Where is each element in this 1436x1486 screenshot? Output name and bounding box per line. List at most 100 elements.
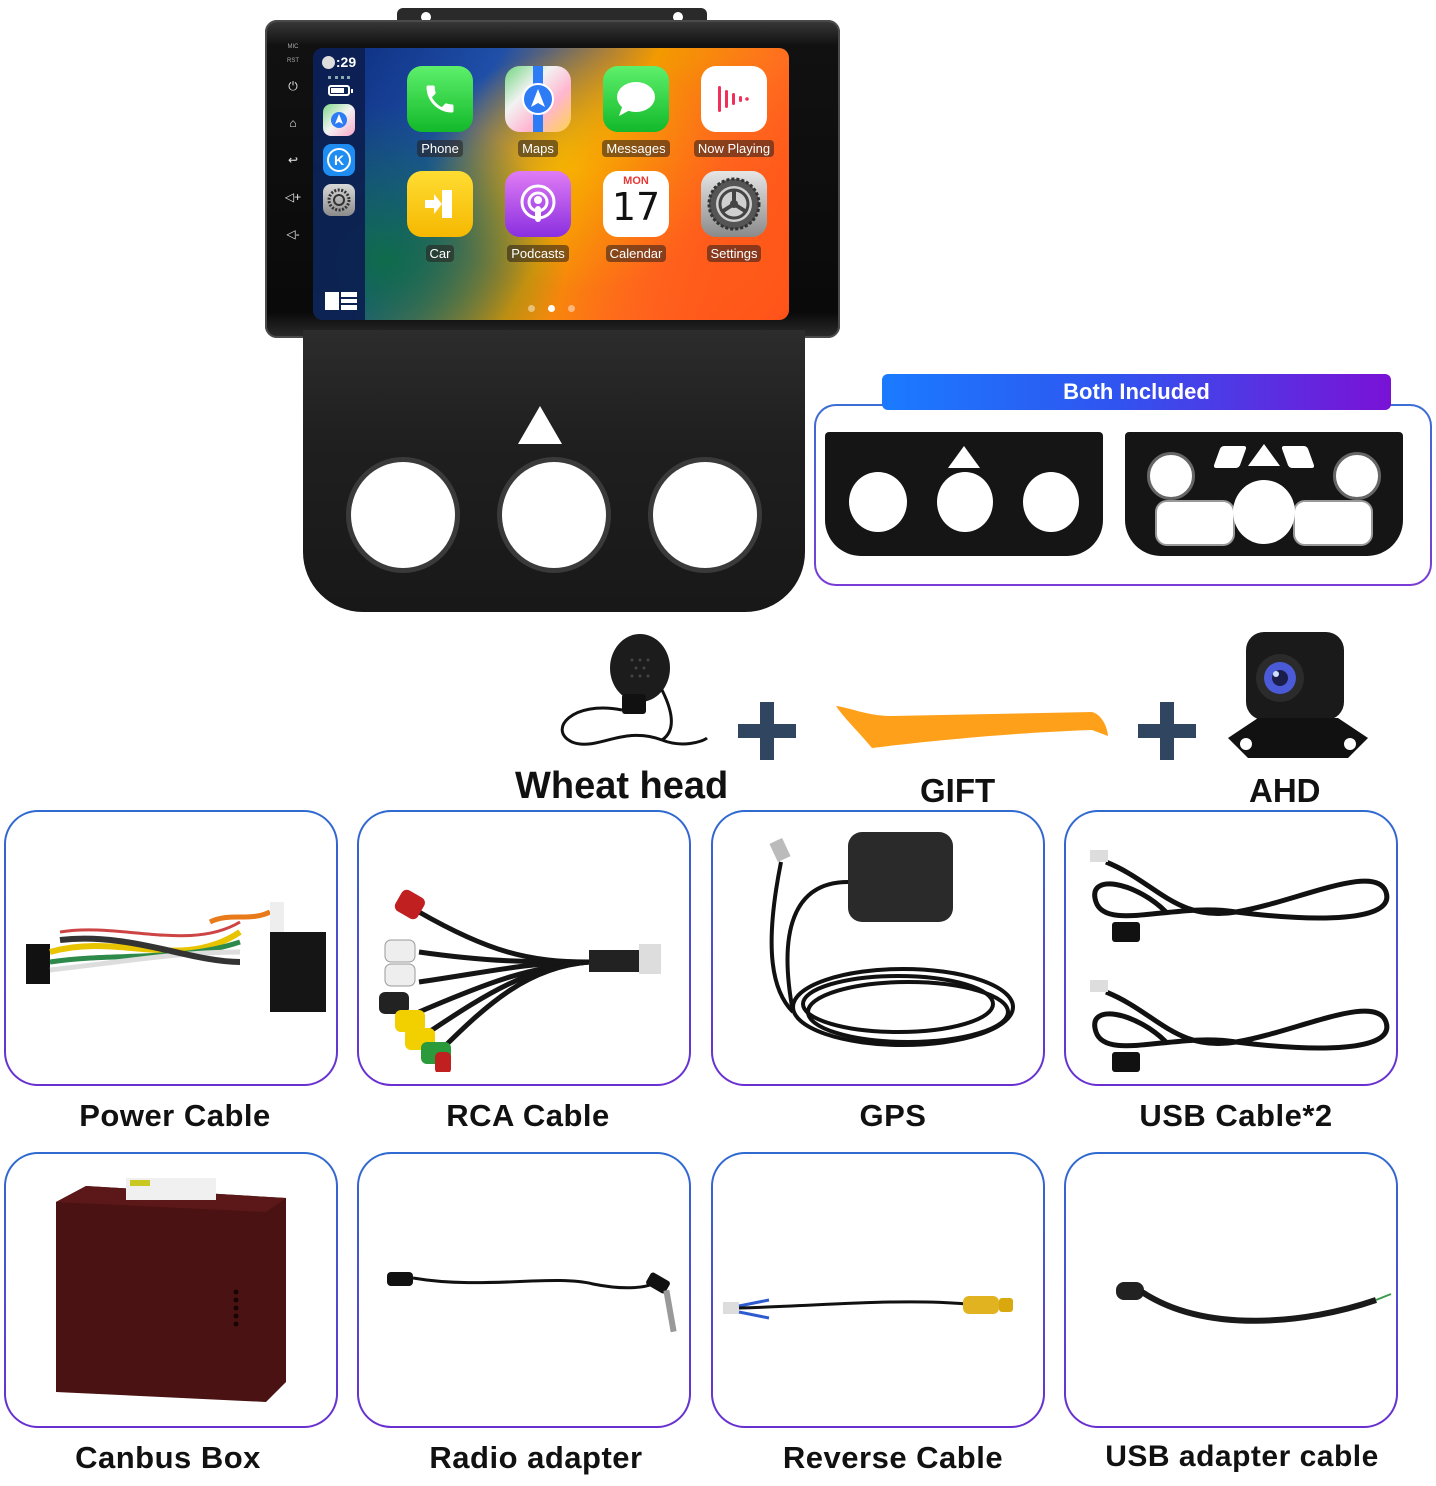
maps-icon bbox=[505, 66, 571, 132]
usb-cables-image bbox=[1090, 850, 1390, 1072]
phone-icon bbox=[407, 66, 473, 132]
app-label: Maps bbox=[518, 140, 558, 157]
usb-adapter-cable-image bbox=[1116, 1282, 1392, 1324]
both-included-banner: Both Included bbox=[882, 374, 1391, 410]
volume-down-icon[interactable]: ◁- bbox=[286, 227, 300, 241]
app-podcasts[interactable]: Podcasts bbox=[489, 171, 587, 262]
ahd-label: AHD bbox=[1249, 772, 1321, 809]
app-label: Calendar bbox=[605, 245, 667, 262]
knob-cutout bbox=[1147, 452, 1195, 500]
app-label: Messages bbox=[602, 140, 670, 157]
dock-maps-icon[interactable] bbox=[323, 104, 355, 136]
clock-time: :29 bbox=[335, 54, 357, 70]
item-label-usb-adapter-cable: USB adapter cable bbox=[1105, 1440, 1379, 1473]
page-dot[interactable] bbox=[527, 305, 535, 312]
mounting-clip bbox=[397, 8, 707, 22]
app-grid: Phone Maps Messages bbox=[391, 66, 783, 262]
center-cutout bbox=[1233, 480, 1295, 544]
app-messages[interactable]: Messages bbox=[587, 66, 685, 157]
screen-bezel: MIC RST ⏻ ⌂ ↩ ◁+ ◁- :29 K bbox=[265, 20, 840, 338]
dock-k-app-icon[interactable]: K bbox=[323, 144, 355, 176]
calendar-day: MON bbox=[623, 175, 649, 187]
volume-up-icon[interactable]: ◁+ bbox=[284, 190, 302, 204]
car-exit-icon bbox=[407, 171, 473, 237]
podcasts-icon bbox=[505, 171, 571, 237]
carplay-screen: :29 K bbox=[313, 48, 789, 320]
canbus-box-image bbox=[56, 1178, 286, 1402]
item-label-reverse-cable: Reverse Cable bbox=[782, 1440, 1004, 1475]
climate-panel-frame bbox=[303, 330, 805, 612]
panel-cutout bbox=[1155, 500, 1235, 546]
app-now-playing[interactable]: Now Playing bbox=[685, 66, 783, 157]
item-label-canbus-box: Canbus Box bbox=[75, 1440, 261, 1475]
page-dot[interactable] bbox=[567, 305, 575, 312]
button-cutout bbox=[1280, 446, 1316, 468]
head-unit-image: MIC RST ⏻ ⌂ ↩ ◁+ ◁- :29 K bbox=[265, 8, 840, 613]
app-car[interactable]: Car bbox=[391, 171, 489, 262]
app-label: Settings bbox=[706, 245, 762, 262]
knob-cutout-right bbox=[653, 462, 757, 568]
item-label-power-cable: Power Cable bbox=[79, 1098, 271, 1133]
knob-cutout bbox=[849, 472, 907, 532]
card-usb-cable bbox=[1064, 810, 1398, 1086]
card-reverse-cable bbox=[711, 1152, 1045, 1428]
item-label-rca-cable: RCA Cable bbox=[446, 1098, 610, 1133]
button-cutout bbox=[1212, 446, 1248, 468]
app-calendar[interactable]: MON 17 Calendar bbox=[587, 171, 685, 262]
gift-label: GIFT bbox=[920, 772, 996, 809]
settings-gear-icon bbox=[701, 171, 767, 237]
item-label-gps: GPS bbox=[859, 1098, 927, 1133]
card-power-cable bbox=[4, 810, 338, 1086]
knob-cutout bbox=[1333, 452, 1381, 500]
battery-icon bbox=[328, 85, 353, 96]
frame-three-knob bbox=[825, 432, 1103, 556]
plus-icon bbox=[1138, 702, 1196, 760]
home-icon[interactable]: ⌂ bbox=[289, 116, 297, 130]
back-icon[interactable]: ↩ bbox=[287, 153, 299, 167]
calendar-date: 17 bbox=[611, 185, 661, 229]
dashboard-toggle-icon[interactable] bbox=[325, 292, 357, 311]
rca-cable-image bbox=[379, 889, 661, 1072]
reverse-cable-image bbox=[723, 1296, 1013, 1320]
app-label: Now Playing bbox=[693, 140, 775, 157]
signal-icon bbox=[328, 76, 350, 79]
card-usb-adapter-cable bbox=[1064, 1152, 1398, 1428]
pry-tool-image bbox=[832, 700, 1112, 752]
wheat-head-label: Wheat head bbox=[515, 765, 729, 807]
rst-label: RST bbox=[287, 58, 299, 64]
plus-icon bbox=[738, 702, 796, 760]
wheat-head-mic-image bbox=[552, 630, 712, 755]
power-icon[interactable]: ⏻ bbox=[288, 79, 298, 93]
messages-icon bbox=[603, 66, 669, 132]
app-label: Podcasts bbox=[507, 245, 569, 262]
card-canbus-box bbox=[4, 1152, 338, 1428]
item-label-radio-adapter: Radio adapter bbox=[429, 1440, 643, 1475]
radio-adapter-image bbox=[387, 1272, 677, 1333]
mic-label: MIC bbox=[287, 44, 299, 50]
hazard-cutout bbox=[1248, 444, 1280, 466]
panel-cutout bbox=[1293, 500, 1373, 546]
knob-cutout-center bbox=[502, 462, 606, 568]
calendar-icon: MON 17 bbox=[603, 171, 669, 237]
frame-dual-zone bbox=[1125, 432, 1403, 556]
app-maps[interactable]: Maps bbox=[489, 66, 587, 157]
item-label-usb-cable: USB Cable*2 bbox=[1139, 1098, 1333, 1133]
app-settings[interactable]: Settings bbox=[685, 171, 783, 262]
power-cable-image bbox=[26, 902, 326, 1012]
gps-antenna-image bbox=[769, 832, 1015, 1047]
dock-settings-icon[interactable] bbox=[323, 184, 355, 216]
hazard-cutout bbox=[518, 406, 562, 444]
knob-cutout-left bbox=[351, 462, 455, 568]
app-phone[interactable]: Phone bbox=[391, 66, 489, 157]
page-dot-active[interactable] bbox=[547, 305, 555, 312]
knob-cutout bbox=[1023, 472, 1079, 532]
carplay-dock: :29 K bbox=[313, 48, 365, 320]
app-label: Car bbox=[425, 245, 455, 262]
knob-cutout bbox=[937, 472, 993, 532]
card-radio-adapter bbox=[357, 1152, 691, 1428]
siri-dot-icon bbox=[321, 55, 335, 69]
side-button-strip: MIC RST ⏻ ⌂ ↩ ◁+ ◁- bbox=[279, 40, 307, 250]
now-playing-icon bbox=[701, 66, 767, 132]
ahd-camera-image bbox=[1218, 628, 1378, 768]
status-clock: :29 bbox=[321, 54, 357, 70]
